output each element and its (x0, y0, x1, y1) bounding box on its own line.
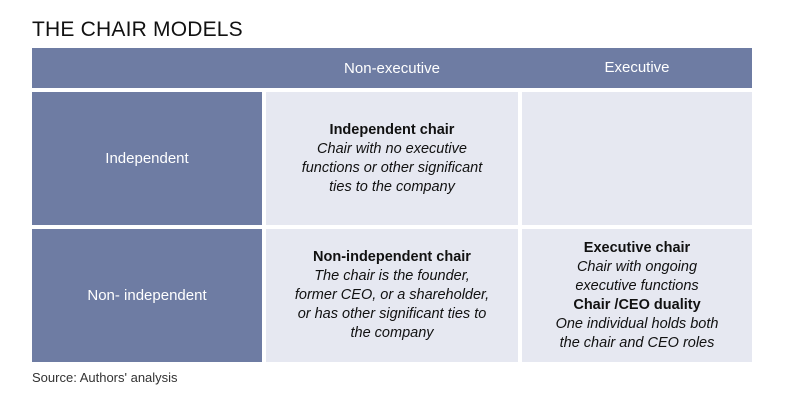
cell-text-line: executive functions (575, 277, 699, 294)
cell-heading-2: Chair /CEO duality (573, 296, 701, 313)
column-header-executive: Executive (522, 48, 752, 86)
column-header-non-executive: Non-executive (264, 48, 520, 88)
source-note: Source: Authors' analysis (32, 370, 178, 385)
cell-heading: Independent chair (329, 121, 455, 138)
cell-independent-non-executive: Independent chair Chair with no executiv… (266, 92, 518, 225)
row-header-non-independent: Non- independent (32, 229, 262, 362)
cell-text-line: functions or other significant (301, 159, 483, 176)
cell-text-line: ties to the company (329, 178, 455, 195)
cell-text-line: One individual holds both (555, 315, 719, 332)
cell-heading: Non-independent chair (313, 249, 471, 265)
cell-text-line: The chair is the founder, (314, 268, 470, 284)
cell-independent-executive (522, 92, 752, 225)
cell-text-line: the company (350, 325, 434, 341)
cell-text-line: Chair with no executive (317, 140, 467, 157)
cell-text-line: or has other significant ties to (297, 306, 487, 322)
cell-text-line: the chair and CEO roles (559, 334, 715, 351)
cell-non-independent-non-executive: Non-independent chair The chair is the f… (266, 229, 518, 362)
row-header-independent: Independent (32, 92, 262, 225)
cell-non-independent-executive: Executive chair Chair with ongoing execu… (522, 229, 752, 362)
cell-text-line: Chair with ongoing (576, 258, 698, 275)
chart-title: THE CHAIR MODELS (32, 18, 243, 41)
cell-text-line: former CEO, or a shareholder, (294, 287, 490, 303)
cell-heading: Executive chair (583, 239, 691, 256)
